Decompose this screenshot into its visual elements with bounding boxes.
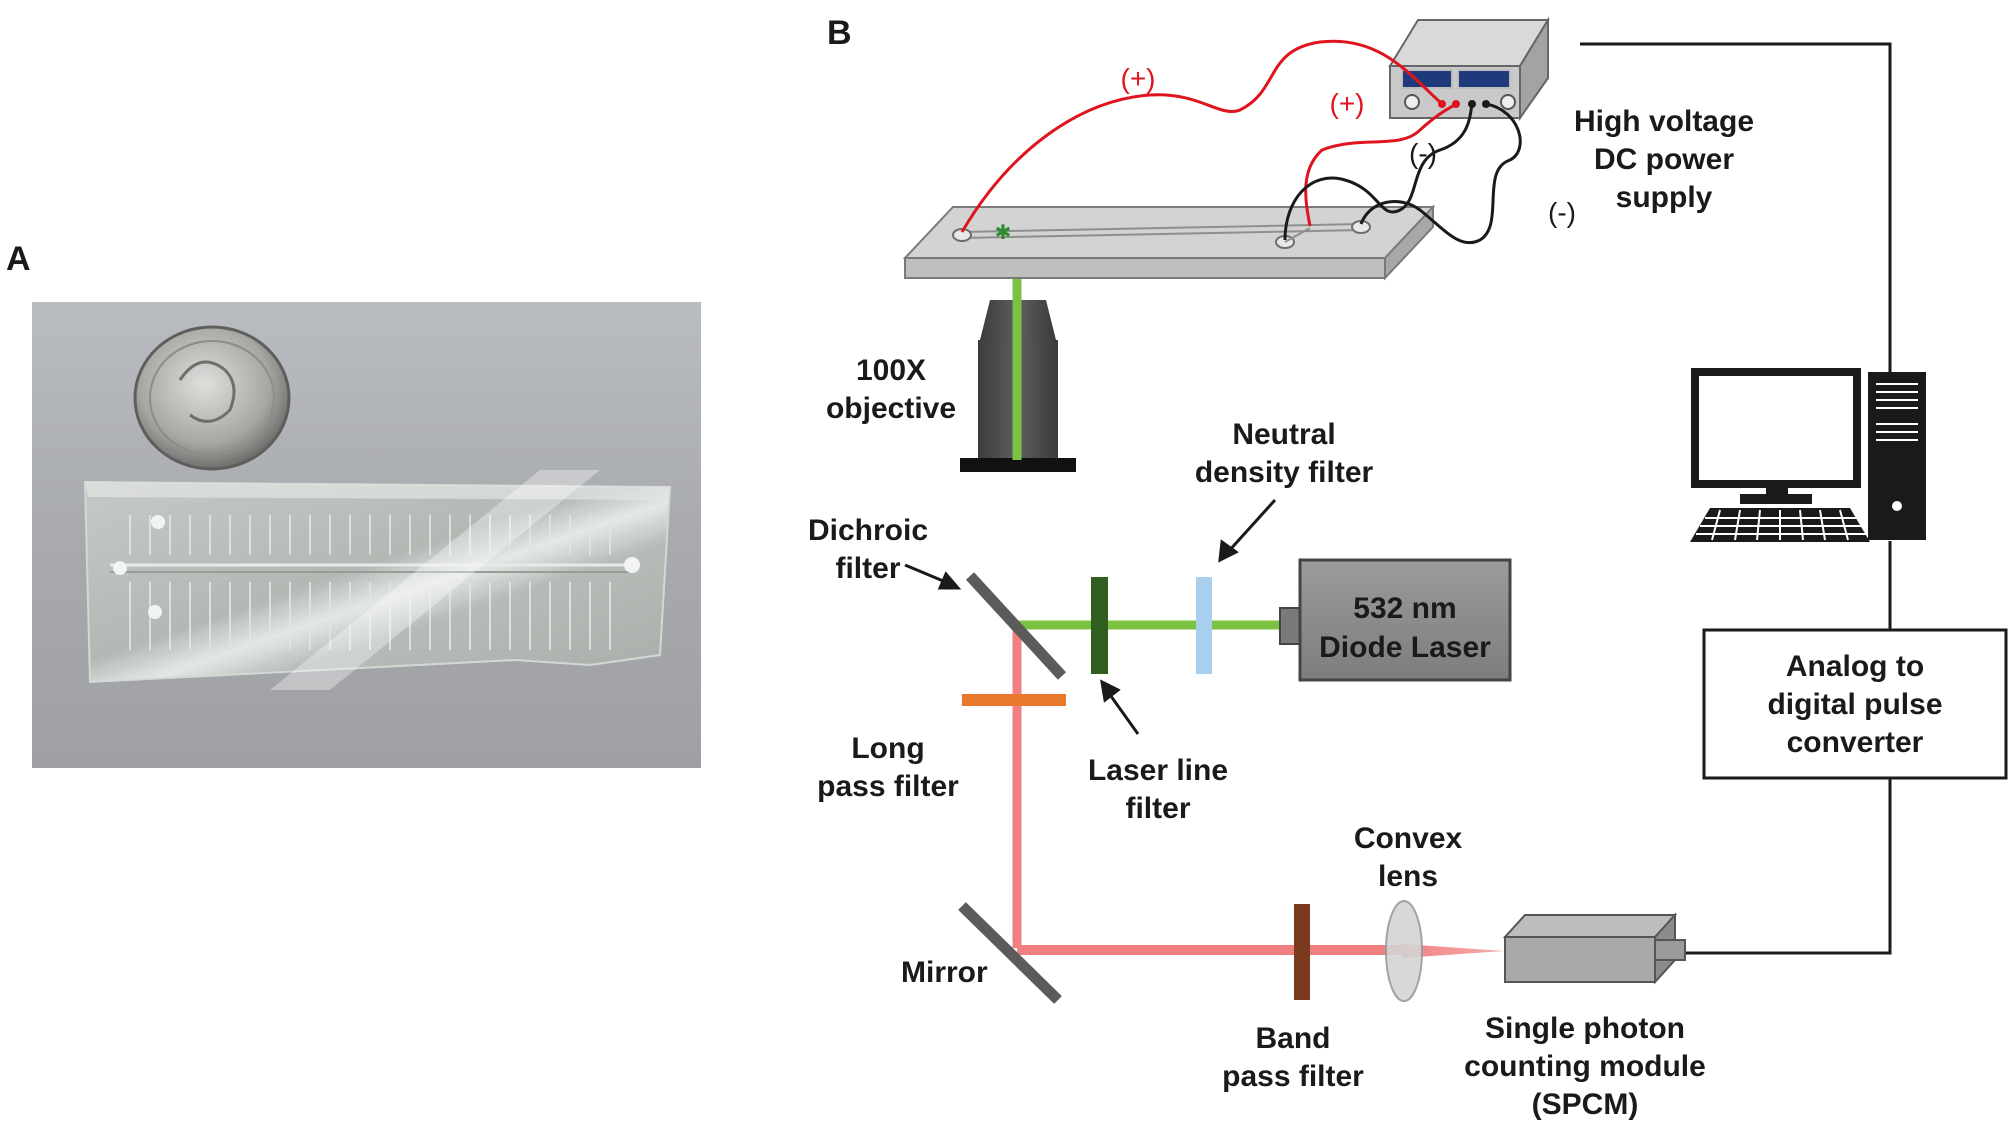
nd-filter-label: Neutral density filter [1195, 418, 1374, 489]
svg-text:Band: Band [1256, 1022, 1331, 1055]
arrow-laser-line [1106, 691, 1140, 735]
svg-text:density filter: density filter [1195, 456, 1374, 489]
long-pass-filter [962, 694, 1066, 706]
spcm-detector [1502, 912, 1686, 985]
svg-text:pass filter: pass filter [1222, 1060, 1364, 1093]
diode-laser [1279, 558, 1512, 682]
polarity-pos1: (+) [1121, 63, 1156, 94]
chip-photo [32, 302, 701, 768]
reservoir-left [952, 228, 972, 242]
laser-line-filter [1091, 577, 1108, 674]
svg-text:DC power: DC power [1594, 143, 1734, 176]
tower [1868, 372, 1926, 540]
svg-text:converter: converter [1787, 726, 1924, 759]
hv-display-right [1457, 69, 1511, 89]
dichroic-filter [965, 572, 1067, 680]
monitor [1691, 368, 1861, 488]
svg-text:100X: 100X [856, 354, 926, 387]
beam-paths [1012, 277, 1505, 958]
mirror-label: Mirror [901, 956, 988, 989]
band-pass-label: Band pass filter [1222, 1022, 1364, 1093]
svg-text:Convex: Convex [1354, 822, 1463, 855]
laser-label: 532 nm Diode Laser [1319, 592, 1491, 664]
negative-wire-1 [1283, 103, 1474, 241]
svg-text:lens: lens [1378, 860, 1438, 893]
microfluidic-chip [83, 470, 672, 690]
spcm-label: Single photon counting module (SPCM) [1464, 1012, 1706, 1121]
arrow-dichroic [904, 563, 949, 585]
svg-text:objective: objective [826, 392, 956, 425]
mirror [958, 902, 1062, 1004]
svg-text:supply: supply [1616, 181, 1713, 214]
polarity-pos2: (+) [1330, 88, 1365, 119]
signal-cable [1580, 42, 1892, 955]
svg-text:pass filter: pass filter [817, 770, 959, 803]
svg-text:(SPCM): (SPCM) [1532, 1088, 1639, 1121]
convex-lens [1385, 900, 1423, 1002]
band-pass-filter [1294, 904, 1310, 1000]
svg-text:532 nm: 532 nm [1353, 592, 1456, 625]
panel-a-label: A [6, 240, 31, 278]
adc-box [1702, 628, 2008, 780]
coin [133, 325, 291, 471]
svg-text:Analog to: Analog to [1786, 650, 1924, 683]
svg-text:Long: Long [851, 732, 924, 765]
svg-text:filter: filter [1125, 792, 1190, 825]
hv-knob-right [1500, 94, 1516, 110]
svg-text:Diode Laser: Diode Laser [1319, 631, 1491, 664]
arrow-nd-filter [1226, 498, 1277, 554]
polarity-neg1: (-) [1409, 138, 1437, 169]
laser-line-label: Laser line filter [1088, 754, 1228, 825]
svg-text:filter: filter [835, 552, 900, 585]
adc-label: Analog to digital pulse converter [1767, 650, 1942, 759]
dichroic-label: Dichroic filter [808, 514, 928, 585]
svg-text:Laser line: Laser line [1088, 754, 1228, 787]
svg-text:High voltage: High voltage [1574, 105, 1754, 138]
svg-text:Dichroic: Dichroic [808, 514, 928, 547]
hv-supply-label: High voltage DC power supply [1574, 105, 1754, 214]
electrode-wires [960, 39, 1522, 245]
panel-b-label: B [827, 14, 852, 52]
microchip: ✱ [902, 204, 1436, 281]
neutral-density-filter [1196, 577, 1212, 674]
objective-label: 100X objective [826, 354, 956, 425]
hv-power-supply [1388, 16, 1550, 122]
hv-knob-left [1404, 94, 1420, 110]
negative-wire-2 [1359, 102, 1522, 245]
svg-text:Single photon: Single photon [1485, 1012, 1685, 1045]
polarity-neg2: (-) [1548, 197, 1576, 228]
leader-arrows [904, 498, 1277, 735]
long-pass-label: Long pass filter [817, 732, 959, 803]
detection-spot: ✱ [995, 222, 1012, 244]
svg-text:Mirror: Mirror [901, 956, 988, 989]
focusing-beam [1402, 944, 1505, 958]
positive-wire-1 [960, 39, 1444, 233]
convex-lens-label: Convex lens [1354, 822, 1463, 893]
computer [1690, 368, 1926, 542]
svg-text:Neutral: Neutral [1232, 418, 1335, 451]
svg-text:digital pulse: digital pulse [1767, 688, 1942, 721]
svg-text:counting module: counting module [1464, 1050, 1706, 1083]
